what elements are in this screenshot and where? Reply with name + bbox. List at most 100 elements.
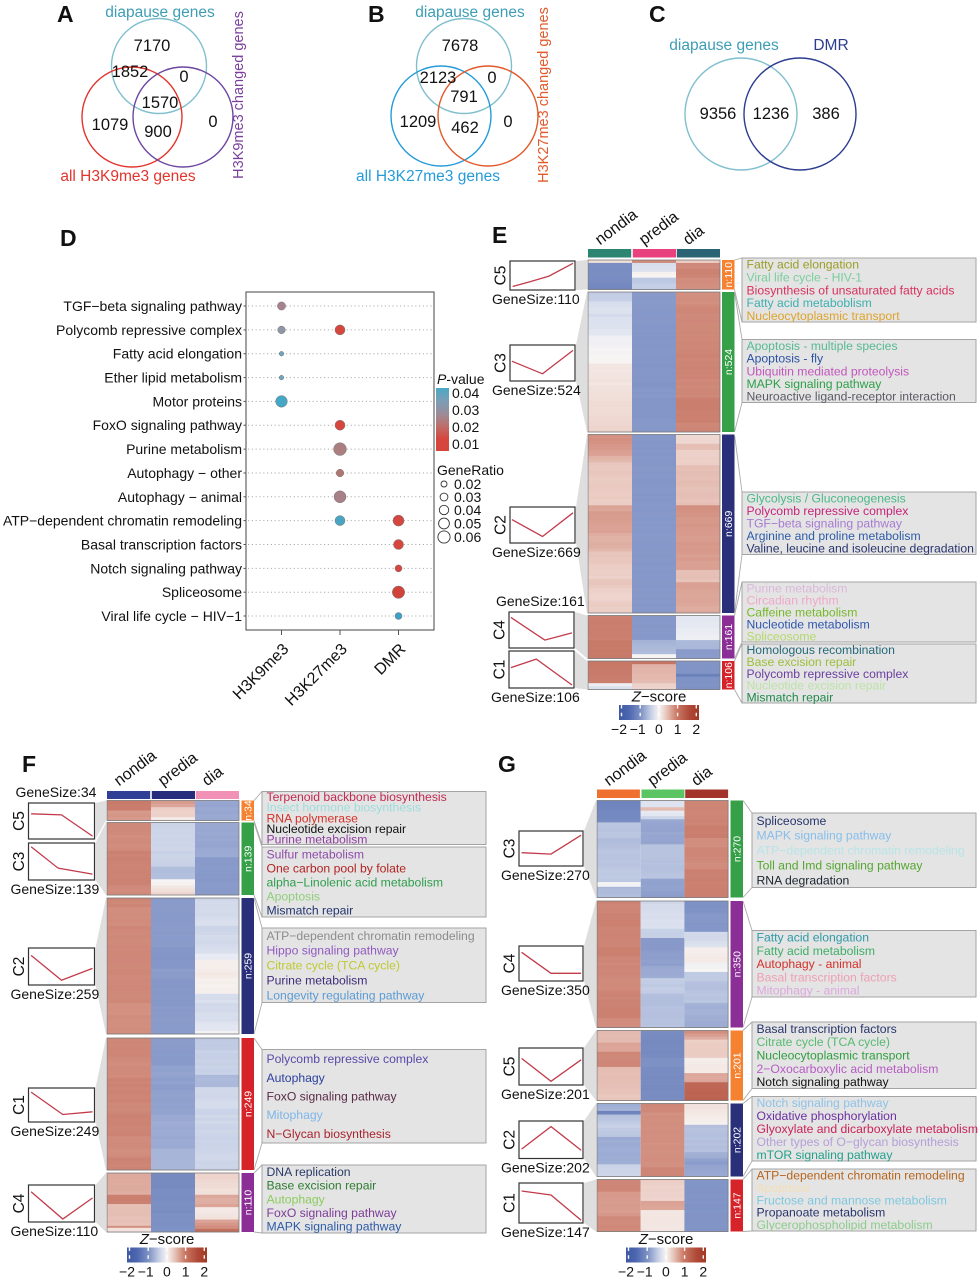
svg-text:Polycomb repressive complex: Polycomb repressive complex	[747, 667, 909, 681]
svg-text:1209: 1209	[400, 113, 437, 131]
svg-text:n:110: n:110	[243, 1190, 255, 1216]
svg-text:Fructose and mannose metabolis: Fructose and mannose metabolism	[757, 1193, 947, 1207]
svg-text:C5: C5	[493, 266, 510, 286]
svg-text:ATP−dependent chromatin remode: ATP−dependent chromatin remodeling	[757, 844, 965, 858]
svg-text:Spliceosome: Spliceosome	[162, 584, 242, 600]
svg-text:0: 0	[487, 69, 496, 87]
svg-text:Toll and Imd signaling pathway: Toll and Imd signaling pathway	[757, 858, 924, 872]
svg-text:2123: 2123	[420, 69, 457, 87]
svg-text:ATP−dependent chromatin remode: ATP−dependent chromatin remodeling	[3, 513, 242, 529]
svg-text:mTOR signaling pathway: mTOR signaling pathway	[757, 1148, 894, 1162]
svg-text:C1: C1	[502, 1193, 519, 1213]
svg-text:n:201: n:201	[732, 1052, 744, 1078]
svg-text:n:350: n:350	[732, 951, 744, 977]
svg-text:Fatty acid elongation: Fatty acid elongation	[113, 346, 242, 362]
svg-text:0.06: 0.06	[454, 529, 481, 545]
svg-text:0: 0	[662, 1264, 670, 1280]
svg-text:−1: −1	[637, 1264, 653, 1280]
svg-text:FoxO signaling pathway: FoxO signaling pathway	[93, 417, 242, 433]
svg-text:Z−score: Z−score	[631, 689, 687, 706]
svg-text:ATP−dependent chromatin remode: ATP−dependent chromatin remodeling	[267, 929, 475, 943]
svg-text:Homologous recombination: Homologous recombination	[747, 643, 895, 657]
svg-text:−1: −1	[630, 721, 646, 737]
svg-text:GeneSize:259: GeneSize:259	[11, 986, 100, 1002]
svg-text:Glycerophospholipid metabolism: Glycerophospholipid metabolism	[757, 1218, 933, 1232]
svg-text:Nucleotide excision repair: Nucleotide excision repair	[267, 822, 407, 836]
svg-text:GeneSize:106: GeneSize:106	[491, 689, 580, 705]
svg-text:Mismatch repair: Mismatch repair	[747, 690, 834, 704]
svg-text:0.04: 0.04	[454, 502, 481, 518]
svg-text:Z−score: Z−score	[638, 1231, 694, 1248]
svg-text:Biosynthesis of unsaturated fa: Biosynthesis of unsaturated fatty acids	[747, 283, 955, 297]
svg-text:Fatty acid elongation: Fatty acid elongation	[757, 930, 869, 944]
svg-text:Ubiquitin mediated proteolysis: Ubiquitin mediated proteolysis	[747, 364, 910, 378]
svg-text:Autophagy − other: Autophagy − other	[127, 465, 242, 481]
svg-text:C2: C2	[11, 957, 28, 977]
svg-text:D: D	[60, 225, 77, 251]
svg-text:H3K27me3 changed genes: H3K27me3 changed genes	[536, 7, 552, 183]
svg-text:−1: −1	[138, 1264, 154, 1280]
svg-text:all H3K27me3 genes: all H3K27me3 genes	[356, 168, 500, 185]
svg-text:FoxO signaling pathway: FoxO signaling pathway	[267, 1090, 398, 1104]
svg-text:Mitophagy: Mitophagy	[267, 1108, 324, 1122]
svg-text:C2: C2	[502, 1130, 519, 1150]
svg-text:0: 0	[208, 113, 217, 131]
svg-text:Notch signaling pathway: Notch signaling pathway	[757, 1096, 890, 1110]
svg-text:Spliceosome: Spliceosome	[757, 814, 827, 828]
svg-text:Basal transcription factors: Basal transcription factors	[757, 970, 897, 984]
svg-text:Other types of O−glycan biosyn: Other types of O−glycan biosynthesis	[757, 1135, 959, 1149]
svg-text:Polycomb repressive complex: Polycomb repressive complex	[267, 1052, 429, 1066]
svg-text:MAPK signaling pathway: MAPK signaling pathway	[267, 1220, 403, 1234]
svg-text:2: 2	[692, 721, 700, 737]
svg-text:n:147: n:147	[732, 1192, 744, 1218]
svg-text:Notch signaling pathway: Notch signaling pathway	[90, 560, 242, 576]
svg-text:diapause genes: diapause genes	[105, 4, 215, 21]
svg-text:all H3K9me3 genes: all H3K9me3 genes	[60, 168, 196, 185]
svg-text:n:524: n:524	[723, 349, 735, 375]
svg-text:n:202: n:202	[732, 1127, 744, 1153]
svg-text:C2: C2	[493, 515, 510, 535]
svg-text:0.03: 0.03	[452, 402, 479, 418]
svg-text:Polycomb repressive complex: Polycomb repressive complex	[747, 504, 909, 518]
svg-text:0.05: 0.05	[454, 516, 481, 532]
svg-text:0.02: 0.02	[452, 419, 479, 435]
svg-text:Insect hormone biosynthesis: Insect hormone biosynthesis	[267, 801, 421, 815]
svg-text:Longevity regulating pathway: Longevity regulating pathway	[267, 988, 426, 1002]
svg-text:0: 0	[655, 721, 663, 737]
svg-text:N−Glycan biosynthesis: N−Glycan biosynthesis	[267, 1127, 391, 1141]
svg-text:C3: C3	[493, 353, 510, 373]
svg-text:462: 462	[451, 119, 479, 137]
svg-text:GeneSize:161: GeneSize:161	[496, 593, 585, 609]
svg-text:791: 791	[450, 88, 478, 106]
svg-text:1: 1	[182, 1264, 190, 1280]
svg-text:Sulfur metabolism: Sulfur metabolism	[267, 847, 365, 861]
svg-text:n:669: n:669	[723, 511, 735, 537]
svg-text:Oxidative phosphorylation: Oxidative phosphorylation	[757, 1109, 897, 1123]
svg-text:RNA polymerase: RNA polymerase	[267, 811, 359, 825]
svg-text:C1: C1	[11, 1095, 28, 1115]
svg-text:C4: C4	[11, 1193, 28, 1213]
svg-text:9356: 9356	[700, 105, 737, 123]
svg-text:−2: −2	[618, 1264, 634, 1280]
svg-text:alpha−Linolenic acid metabolis: alpha−Linolenic acid metabolism	[267, 875, 444, 889]
svg-text:2: 2	[699, 1264, 707, 1280]
svg-text:Fatty acid elongation: Fatty acid elongation	[747, 258, 859, 272]
svg-text:Polycomb repressive complex: Polycomb repressive complex	[56, 322, 242, 338]
svg-text:Basal transcription factors: Basal transcription factors	[757, 1022, 897, 1036]
svg-text:Autophagy − animal: Autophagy − animal	[118, 489, 242, 505]
svg-text:Neuroactive ligand-receptor in: Neuroactive ligand-receptor interaction	[747, 390, 956, 404]
svg-text:1852: 1852	[112, 63, 149, 81]
svg-text:One carbon pool by folate: One carbon pool by folate	[267, 861, 407, 875]
svg-text:n:270: n:270	[732, 836, 744, 862]
svg-text:Autophagy: Autophagy	[267, 1192, 326, 1206]
svg-text:n:110: n:110	[723, 262, 735, 288]
svg-text:Propanoate metabolism: Propanoate metabolism	[757, 1206, 886, 1220]
svg-text:Purine metabolism: Purine metabolism	[747, 581, 848, 595]
svg-text:Purine metabolism: Purine metabolism	[126, 441, 242, 457]
svg-text:Ether lipid metabolism: Ether lipid metabolism	[104, 370, 242, 386]
svg-text:Glycolysis / Gluconeogenesis: Glycolysis / Gluconeogenesis	[747, 492, 906, 506]
svg-text:Hippo signaling pathway: Hippo signaling pathway	[267, 944, 400, 958]
svg-text:0.02: 0.02	[454, 476, 481, 492]
svg-text:DNA replication: DNA replication	[267, 1165, 351, 1179]
svg-text:C4: C4	[492, 620, 509, 640]
